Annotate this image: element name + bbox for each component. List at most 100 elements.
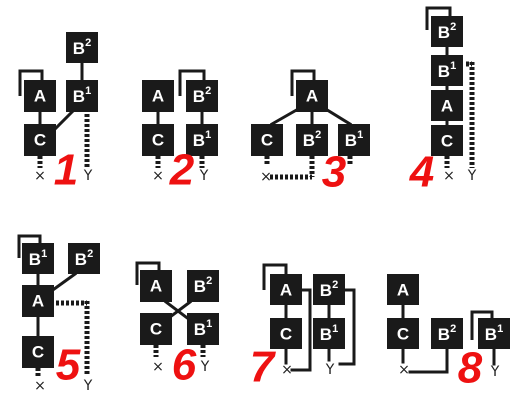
port-y: Y bbox=[83, 168, 93, 184]
feedback-loop bbox=[18, 69, 44, 96]
port-x: × bbox=[398, 362, 410, 378]
diagram-number: 6 bbox=[172, 341, 197, 390]
diagram-3: A C B2 B1 × 3 bbox=[251, 69, 370, 197]
feedback-loop bbox=[17, 234, 42, 258]
box-c-label: C bbox=[441, 132, 453, 151]
link-b1-rail bbox=[338, 288, 356, 366]
box-a bbox=[22, 285, 54, 317]
feedback-loop bbox=[470, 310, 494, 340]
port-x: × bbox=[260, 169, 272, 185]
port-y: Y bbox=[83, 378, 93, 394]
feedback-loop bbox=[262, 263, 288, 290]
box-b2-label: B2 bbox=[73, 37, 91, 58]
box-a-label: A bbox=[397, 281, 409, 300]
box-b1 bbox=[431, 55, 463, 86]
box-b1 bbox=[187, 313, 219, 345]
feedback-loop bbox=[425, 6, 452, 30]
box-a bbox=[140, 270, 172, 302]
box-a-label: A bbox=[306, 87, 318, 106]
box-c bbox=[251, 124, 283, 156]
box-b1-label: B1 bbox=[73, 85, 91, 106]
feedback-loop bbox=[135, 261, 161, 285]
box-b1-label: B1 bbox=[438, 60, 456, 81]
port-x: × bbox=[152, 359, 164, 375]
box-a-label: A bbox=[441, 97, 453, 116]
box-b2 bbox=[296, 124, 328, 156]
link-c-b2 bbox=[401, 347, 449, 374]
box-c-label: C bbox=[150, 320, 162, 339]
box-a bbox=[24, 80, 56, 112]
box-b1-label: B1 bbox=[193, 129, 211, 150]
box-b2 bbox=[431, 16, 463, 47]
diagram-8: A C B2 B1 × Y 8 bbox=[387, 274, 510, 393]
diagram-number: 8 bbox=[458, 344, 483, 393]
box-a-label: A bbox=[152, 87, 164, 106]
box-b1-label: B1 bbox=[485, 323, 503, 344]
box-c bbox=[431, 125, 463, 156]
box-a bbox=[270, 274, 302, 305]
box-c bbox=[24, 124, 56, 156]
box-b2-label: B2 bbox=[320, 279, 338, 300]
box-b2-label: B2 bbox=[438, 21, 456, 42]
box-b2-label: B2 bbox=[438, 323, 456, 344]
box-b1 bbox=[313, 318, 345, 349]
diagram-number: 1 bbox=[54, 146, 78, 195]
box-b2 bbox=[431, 318, 463, 349]
port-y: Y bbox=[467, 168, 477, 184]
box-c-label: C bbox=[152, 131, 164, 150]
port-y: Y bbox=[325, 362, 335, 378]
box-a-label: A bbox=[150, 277, 162, 296]
box-c-label: C bbox=[280, 325, 292, 344]
link-c-b2-rail bbox=[284, 288, 312, 372]
box-b2 bbox=[187, 270, 219, 302]
box-b1-label: B1 bbox=[345, 129, 363, 150]
port-y: Y bbox=[200, 359, 210, 375]
port-x: × bbox=[34, 378, 46, 394]
box-b1 bbox=[186, 124, 218, 156]
box-b2-label: B2 bbox=[303, 129, 321, 150]
feedback-loop bbox=[178, 69, 206, 96]
diagram-2: A B2 C B1 × Y 2 bbox=[142, 69, 218, 195]
box-a bbox=[142, 80, 174, 112]
box-c bbox=[142, 124, 174, 156]
link-a-c bbox=[269, 105, 303, 127]
box-b2-label: B2 bbox=[193, 85, 211, 106]
box-b1-label: B1 bbox=[194, 318, 212, 339]
port-y: Y bbox=[199, 168, 209, 184]
box-c bbox=[140, 313, 172, 345]
box-c bbox=[387, 318, 419, 349]
port-x: × bbox=[443, 168, 455, 184]
box-b1-label: B1 bbox=[29, 248, 47, 269]
port-x: × bbox=[152, 168, 164, 184]
box-c-label: C bbox=[261, 131, 273, 150]
box-c-label: C bbox=[32, 343, 44, 362]
box-a-label: A bbox=[280, 281, 292, 300]
box-c-label: C bbox=[397, 325, 409, 344]
box-c bbox=[22, 336, 54, 368]
box-c-label: C bbox=[34, 131, 46, 150]
diagram-number: 5 bbox=[56, 341, 81, 390]
link-a-b1 bbox=[321, 105, 353, 127]
box-b1 bbox=[338, 124, 370, 156]
box-a bbox=[296, 80, 328, 112]
port-x: × bbox=[34, 168, 46, 184]
box-c bbox=[270, 318, 302, 349]
diagram-number: 3 bbox=[322, 148, 346, 197]
diagram-number: 2 bbox=[169, 146, 195, 195]
port-y: Y bbox=[490, 364, 500, 380]
box-b1 bbox=[66, 80, 98, 112]
diagram-6: A B2 C B1 × Y 6 bbox=[135, 261, 219, 390]
diagram-1: B2 A B1 C × Y 1 bbox=[18, 32, 98, 195]
box-b2-label: B2 bbox=[75, 248, 93, 269]
diagram-5: B1 B2 A C × Y 5 bbox=[17, 234, 100, 394]
box-a-label: A bbox=[34, 87, 46, 106]
box-a-label: A bbox=[32, 292, 44, 311]
diagram-number: 4 bbox=[409, 148, 434, 197]
box-b2 bbox=[68, 243, 100, 274]
box-a bbox=[431, 90, 463, 121]
box-b2 bbox=[66, 32, 98, 63]
diagram-4: B2 B1 A C × Y 4 bbox=[409, 6, 477, 197]
box-b2 bbox=[186, 80, 218, 112]
diagram-number: 7 bbox=[250, 343, 277, 392]
